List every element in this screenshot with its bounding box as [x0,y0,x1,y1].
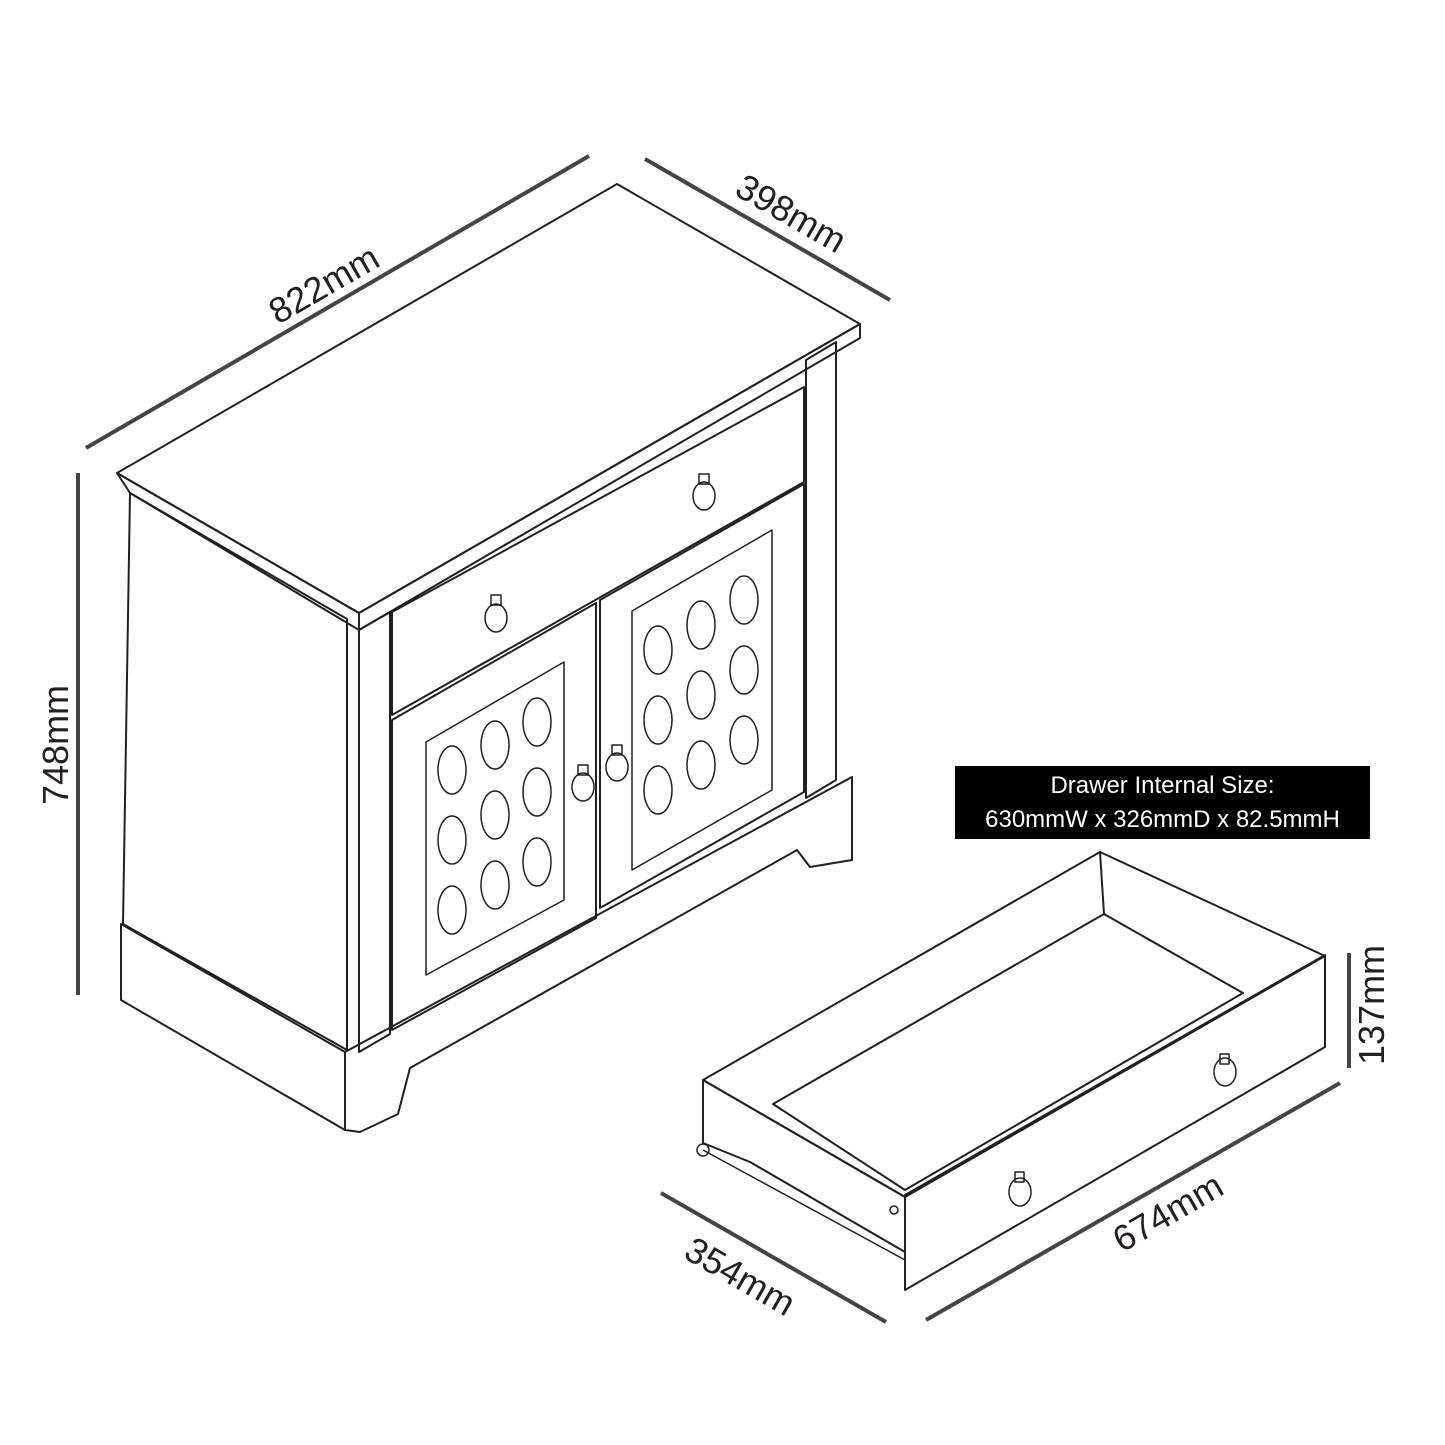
spec-title: Drawer Internal Size: [1050,772,1275,799]
width-dimension-line [84,154,591,450]
drawer-depth-label: 354mm [678,1228,802,1324]
cabinet-left-door-panel [425,661,565,976]
right-door-fretwork [643,575,759,815]
depth-dimension-line [644,157,891,302]
cabinet-right-door [599,483,805,909]
drawer-front-panel [904,954,1326,1291]
ring-handle-icon [692,473,716,511]
cabinet-side-plinth [120,923,346,1131]
cabinet-side-panel [122,492,348,1051]
ring-handle-icon [1008,1171,1032,1207]
cabinet-depth-label: 398mm [729,165,853,261]
drawer-inner-floor [772,913,1244,1191]
cabinet-front-right-stile [805,341,837,799]
drawer-drawing [696,851,1326,1291]
left-door-fretwork [437,697,552,935]
cabinet-drawer-front [391,386,805,716]
ring-handle-icon [605,744,629,782]
runner-wheel-icon [696,1143,710,1157]
drawer-width-dimension-line [925,1081,1341,1322]
drawer-inner-corner [1099,851,1105,915]
drawer-height-label: 137mm [1351,945,1392,1065]
drawer-runner [702,1149,906,1261]
cabinet-drawing [116,183,861,1133]
drawer-depth-dimension-line [660,1191,887,1324]
cabinet-front-left-stile [358,611,391,1053]
cabinet-front-plinth [344,776,853,1133]
cabinet-top [116,183,861,614]
drawer-internal-size-box: Drawer Internal Size: 630mmW x 326mmD x … [955,766,1370,839]
cabinet-top-right-edge [358,323,861,631]
cabinet-right-door-panel [631,529,773,871]
screw-icon [889,1205,899,1215]
cabinet-top-front-edge [116,472,360,631]
cabinet-height-label: 748mm [35,685,76,805]
cabinet-left-door [391,602,597,1031]
ring-handle-icon [571,764,595,802]
spec-dimensions: 630mmW x 326mmD x 82.5mmH [985,806,1340,833]
drawer-width-label: 674mm [1106,1164,1230,1260]
ring-handle-icon [484,594,508,633]
ring-handle-icon [1213,1053,1237,1087]
drawer-side-panel [702,1079,906,1253]
